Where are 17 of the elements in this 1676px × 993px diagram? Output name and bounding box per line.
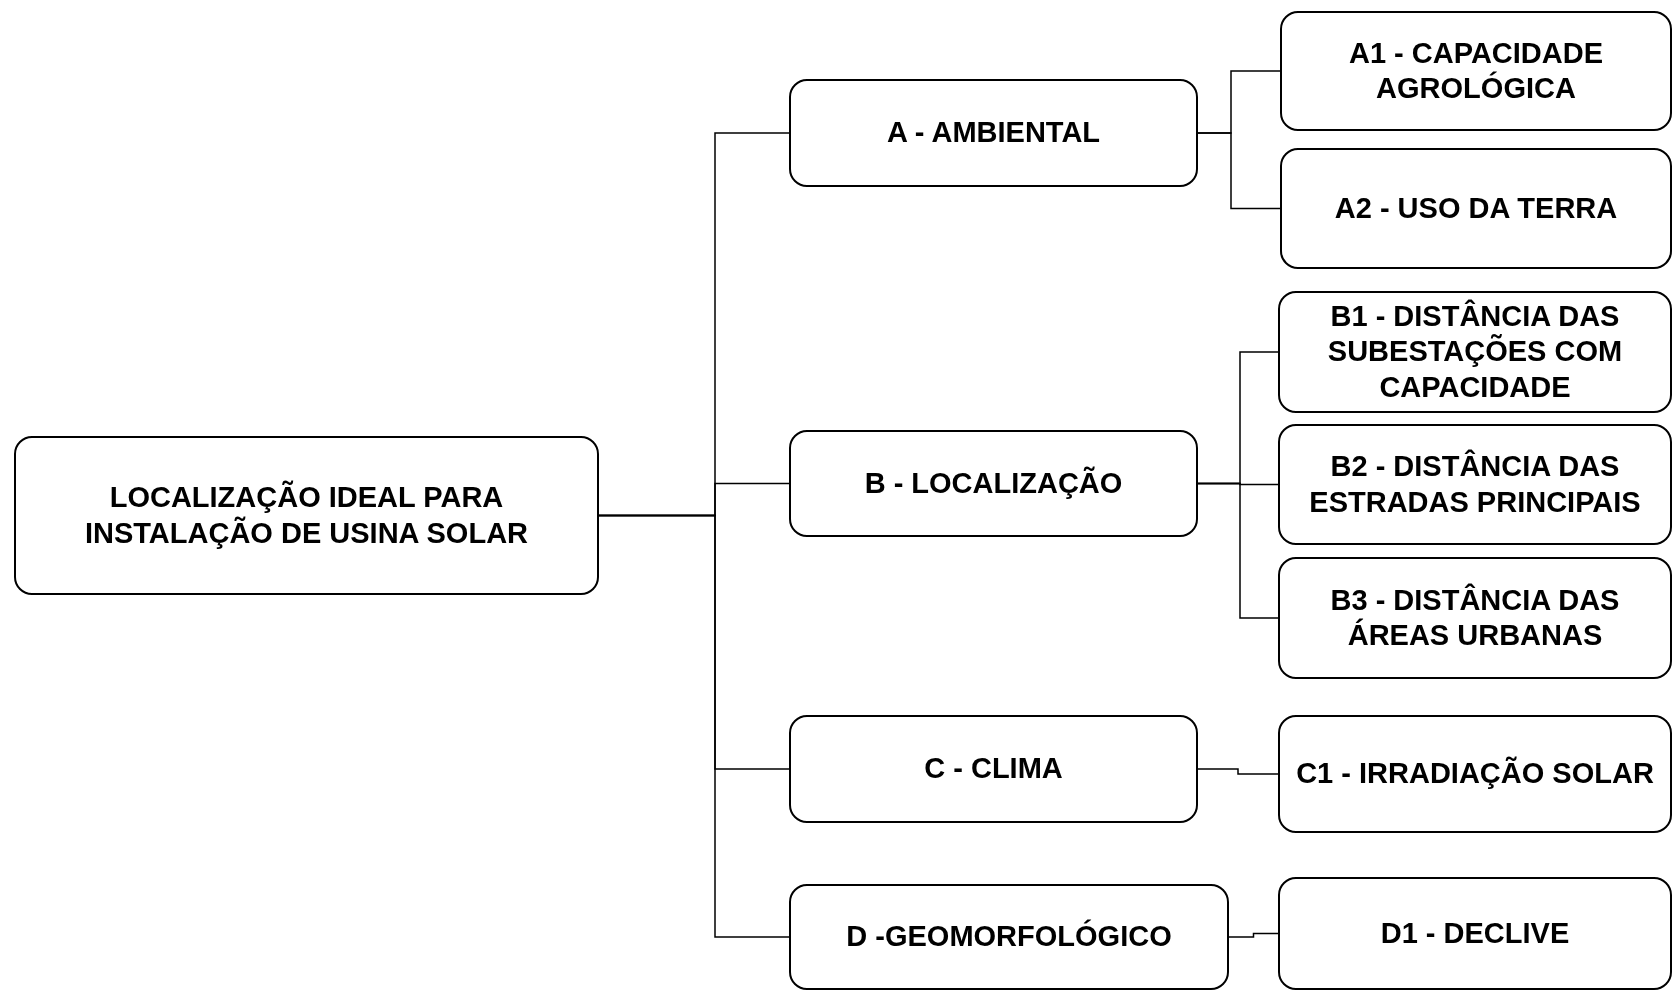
process-box: A1 - CAPACIDADE AGROLÓGICA [1280,11,1672,131]
connector-line [1228,932,1279,938]
process-box: B - LOCALIZAÇÃO [789,430,1198,537]
process-box: B3 - DISTÂNCIA DAS ÁREAS URBANAS [1278,557,1672,679]
connector-line [1197,768,1279,775]
process-box: B2 - DISTÂNCIA DAS ESTRADAS PRINCIPAIS [1278,424,1672,545]
process-box: A2 - USO DA TERRA [1280,148,1672,269]
process-box: B1 - DISTÂNCIA DAS SUBESTAÇÕES COM CAPACIDADE [1278,291,1672,413]
process-box: C1 - IRRADIAÇÃO SOLAR [1278,715,1672,833]
process-box: D1 - DECLIVE [1278,877,1672,990]
connector-line [1197,132,1281,210]
process-box: D -GEOMORFOLÓGICO [789,884,1229,990]
process-box: A - AMBIENTAL [789,79,1198,187]
process-box: C - CLIMA [789,715,1198,823]
connector-line [1197,482,1279,619]
connector-line [598,514,790,938]
process-box: LOCALIZAÇÃO IDEAL PARA INSTALAÇÃO DE USINA SOLAR [14,436,599,595]
